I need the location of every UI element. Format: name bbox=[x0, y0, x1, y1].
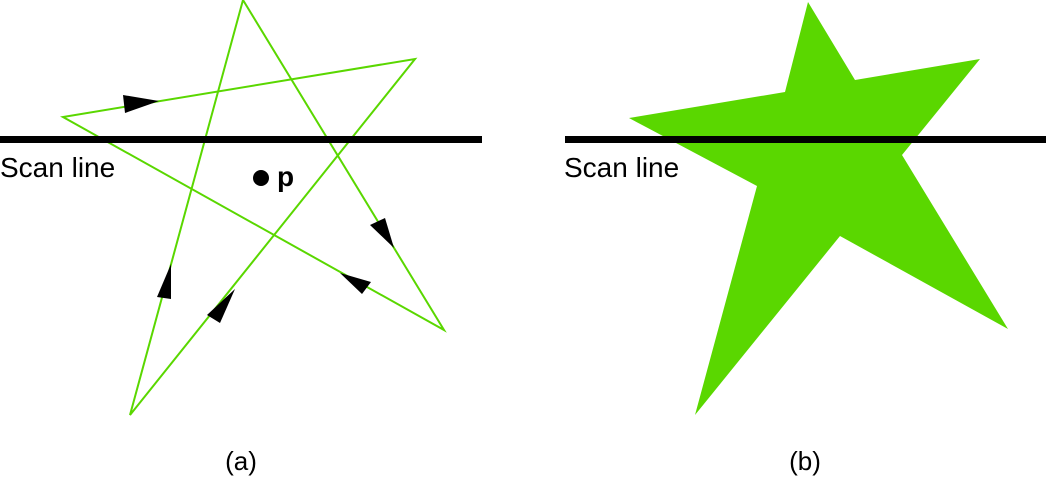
filled-star bbox=[629, 2, 1008, 415]
scan-line-label-b: Scan line bbox=[564, 152, 679, 183]
caption-b: (b) bbox=[789, 446, 821, 476]
scan-line-label-a: Scan line bbox=[0, 152, 115, 183]
direction-arrow-3 bbox=[340, 273, 371, 294]
direction-arrow-1 bbox=[123, 95, 159, 113]
direction-arrow-5b bbox=[207, 289, 235, 323]
scan-line-b bbox=[565, 136, 1046, 143]
direction-arrow-4 bbox=[157, 264, 171, 299]
point-p-marker bbox=[253, 170, 269, 186]
point-p-label: p bbox=[277, 161, 294, 192]
caption-a: (a) bbox=[225, 446, 257, 476]
panel-a: p Scan line (a) bbox=[0, 0, 482, 476]
direction-arrow-2 bbox=[370, 218, 394, 248]
panel-b: Scan line (b) bbox=[564, 2, 1046, 476]
star-outline bbox=[60, 0, 447, 416]
scan-line-a bbox=[0, 136, 482, 143]
